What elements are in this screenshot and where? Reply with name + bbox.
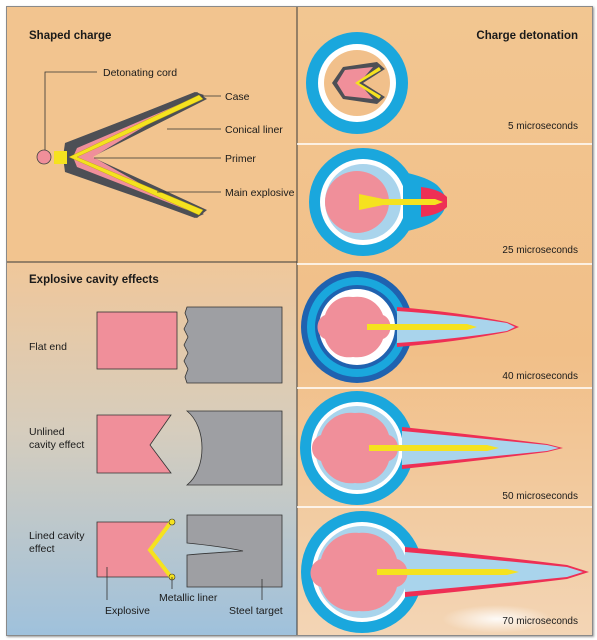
label-case: Case [225, 91, 250, 103]
label-detonating-cord: Detonating cord [103, 67, 177, 79]
label-main-explosive: Main explosive [225, 187, 295, 199]
row-label-lined-2: effect [29, 543, 55, 555]
row-label-unlined-1: Unlined [29, 426, 65, 438]
label-primer: Primer [225, 153, 256, 165]
flat-end-explosive [97, 312, 177, 369]
time-label-50: 50 microseconds [502, 491, 578, 502]
figure-frame: Shaped charge Detonating cord Case Conic… [6, 6, 593, 636]
detonation-frame-5 [306, 32, 408, 134]
row-label-lined-1: Lined cavity [29, 530, 85, 542]
cavity-effects-title: Explosive cavity effects [29, 274, 159, 286]
charge-detonation-title: Charge detonation [476, 30, 578, 42]
shaped-charge-title: Shaped charge [29, 30, 111, 42]
primer-shape [54, 151, 67, 164]
label-explosive: Explosive [105, 605, 150, 617]
row-label-unlined-2: cavity effect [29, 439, 84, 451]
time-label-70: 70 microseconds [502, 616, 578, 627]
label-conical-liner: Conical liner [225, 124, 283, 136]
detonating-cord-shape [37, 150, 51, 164]
diagram-canvas: Shaped charge Detonating cord Case Conic… [7, 7, 592, 635]
time-label-25: 25 microseconds [502, 245, 578, 256]
row-label-flat-end: Flat end [29, 341, 67, 353]
label-metallic-liner: Metallic liner [159, 592, 218, 604]
time-label-5: 5 microseconds [508, 121, 578, 132]
flat-end-target [184, 307, 282, 383]
time-label-40: 40 microseconds [502, 371, 578, 382]
label-steel-target: Steel target [229, 605, 283, 617]
